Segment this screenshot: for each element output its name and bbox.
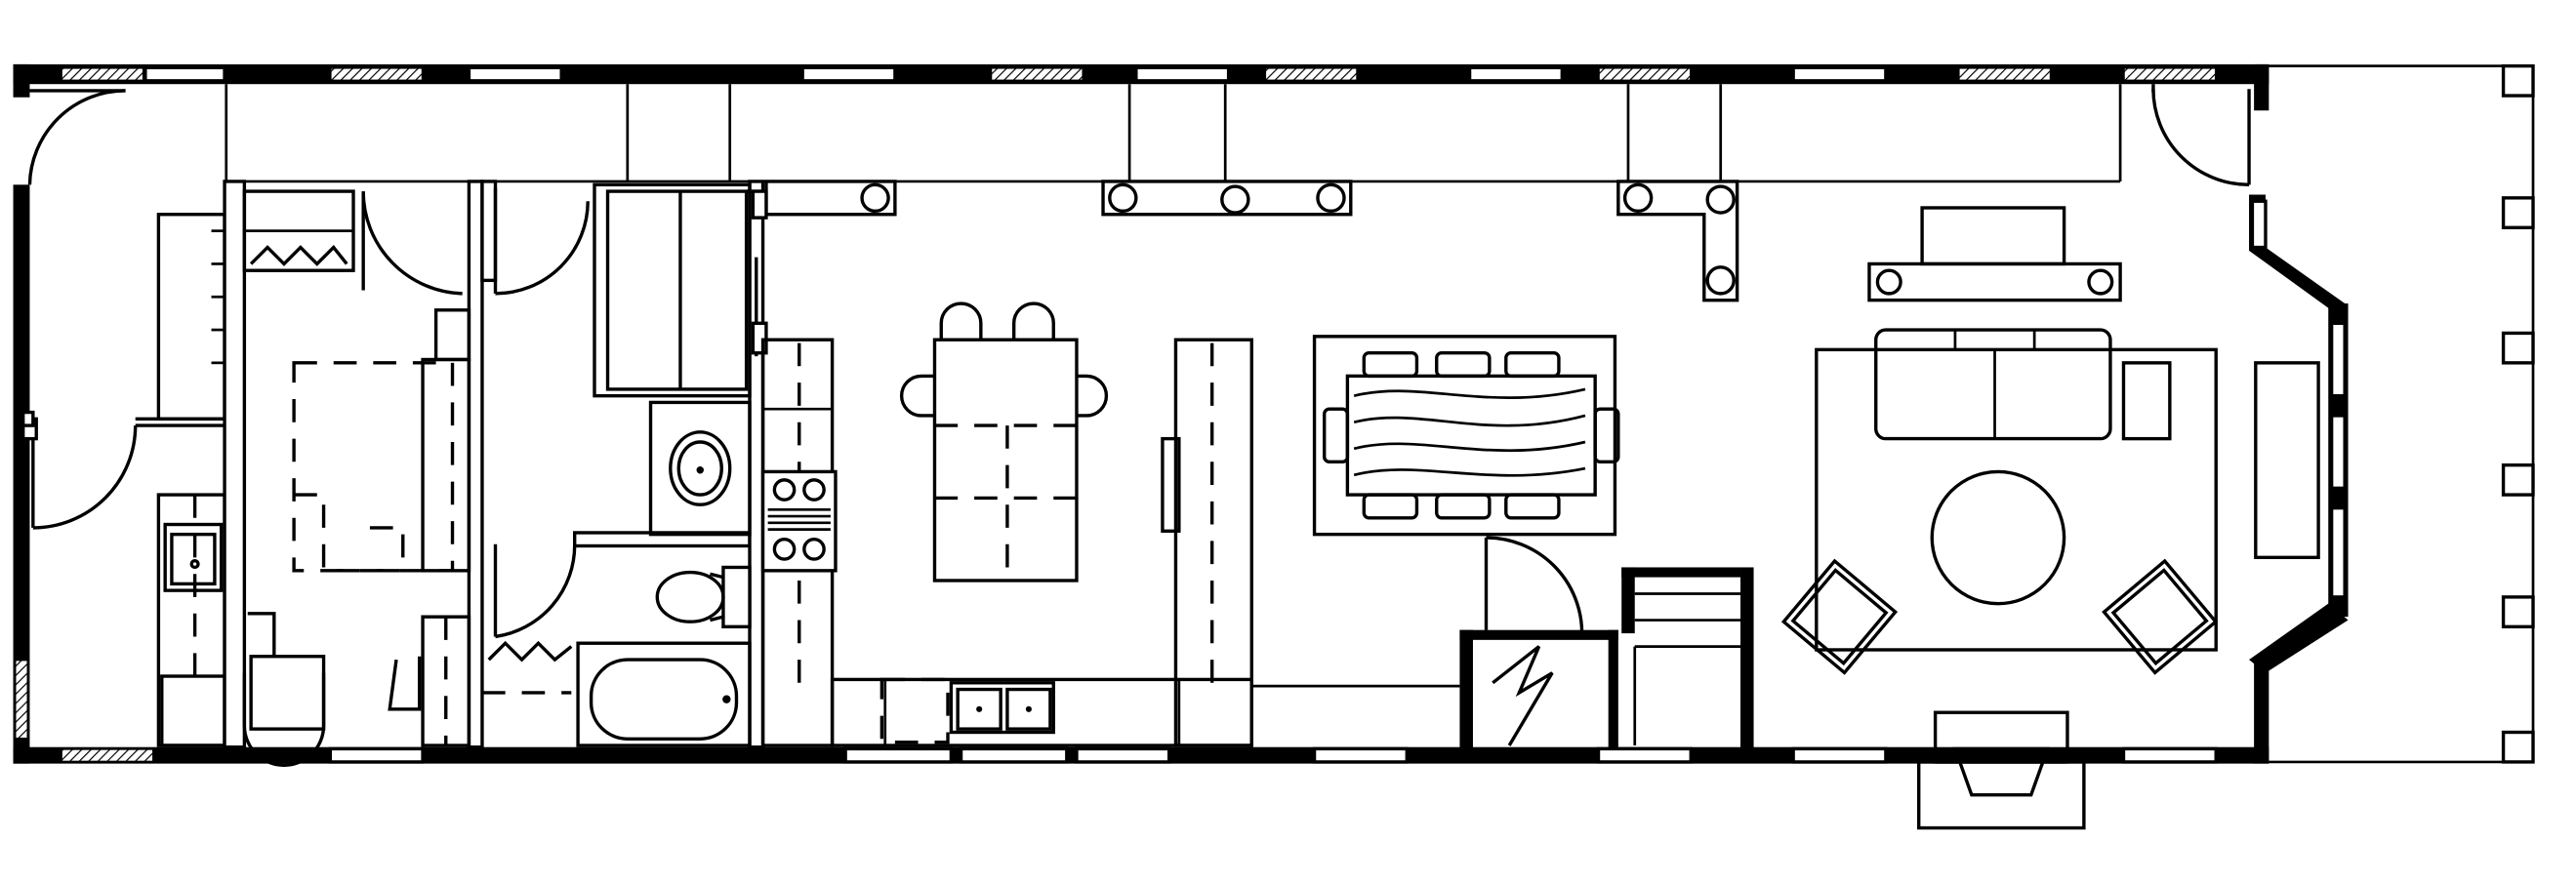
windows-top <box>59 65 2218 83</box>
fireplace <box>1917 710 2086 830</box>
kitchen <box>760 301 1253 747</box>
bathroom <box>481 182 768 747</box>
entry-door-left <box>27 89 126 185</box>
light-fixtures <box>764 180 1739 302</box>
stair <box>1251 536 1754 749</box>
laundry-room <box>135 213 226 747</box>
bedroom <box>242 189 471 767</box>
upper-soffit <box>225 84 2122 183</box>
dining <box>1312 335 1620 537</box>
exterior-walls <box>13 63 2269 764</box>
side-door <box>20 410 138 530</box>
windows-bottom <box>13 658 2218 764</box>
porch <box>2269 63 2535 764</box>
bay-window <box>2249 194 2349 673</box>
living-room <box>1780 206 2320 675</box>
entry-door-right <box>2151 84 2251 187</box>
